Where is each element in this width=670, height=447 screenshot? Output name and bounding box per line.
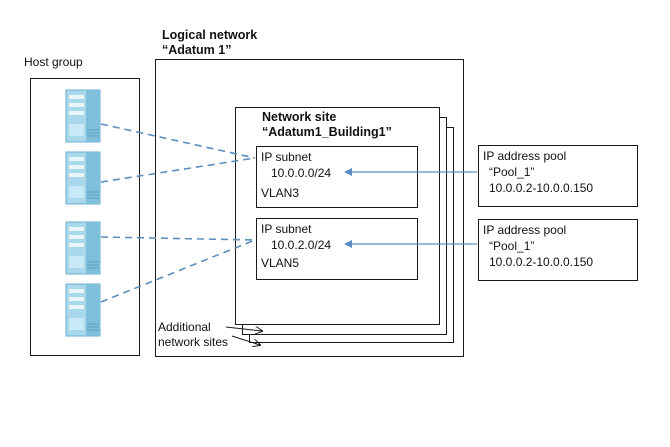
server-icon (65, 283, 101, 337)
ip-subnet-box (256, 146, 418, 208)
host-group-label: Host group (24, 55, 83, 69)
ip-address-pool-range: 10.0.0.2-10.0.0.150 (489, 255, 594, 269)
server-icon (65, 89, 101, 143)
ip-address-pool-box (478, 145, 638, 207)
network-site-name: “Adatum1_Building1” (262, 125, 392, 139)
ip-address-pool-heading: IP address pool (483, 149, 567, 163)
server-icon (65, 151, 101, 205)
network-site-title: Network site (262, 110, 337, 124)
ip-address-pool-name: “Pool_1” (489, 165, 535, 179)
ip-address-pool-heading: IP address pool (483, 223, 567, 237)
ip-subnet-vlan: VLAN5 (261, 256, 300, 270)
ip-address-pool-range: 10.0.0.2-10.0.0.150 (489, 181, 594, 195)
network-site-box (235, 107, 440, 325)
ip-address-pool-name: “Pool_1” (489, 239, 535, 253)
ip-subnet-address: 10.0.2.0/24 (271, 238, 332, 252)
server-icon (65, 221, 101, 275)
additional-sites-pointer (225, 327, 262, 345)
logical-network-name: “Adatum 1” (162, 43, 232, 57)
ip-subnet-heading: IP subnet (261, 150, 312, 164)
additional-sites-label-line2: network sites (158, 335, 229, 349)
ip-address-pool-box (478, 219, 638, 281)
additional-sites-label: Additional (158, 320, 211, 334)
host-to-subnet-connectors (100, 123, 256, 303)
logical-network-title: Logical network (162, 28, 258, 42)
ip-subnet-heading: IP subnet (261, 222, 312, 236)
ip-subnet-address: 10.0.0.0/24 (271, 166, 332, 180)
ip-subnet-vlan: VLAN3 (261, 186, 300, 200)
pool-to-subnet-arrows (344, 168, 477, 248)
ip-subnet-box (256, 218, 418, 280)
